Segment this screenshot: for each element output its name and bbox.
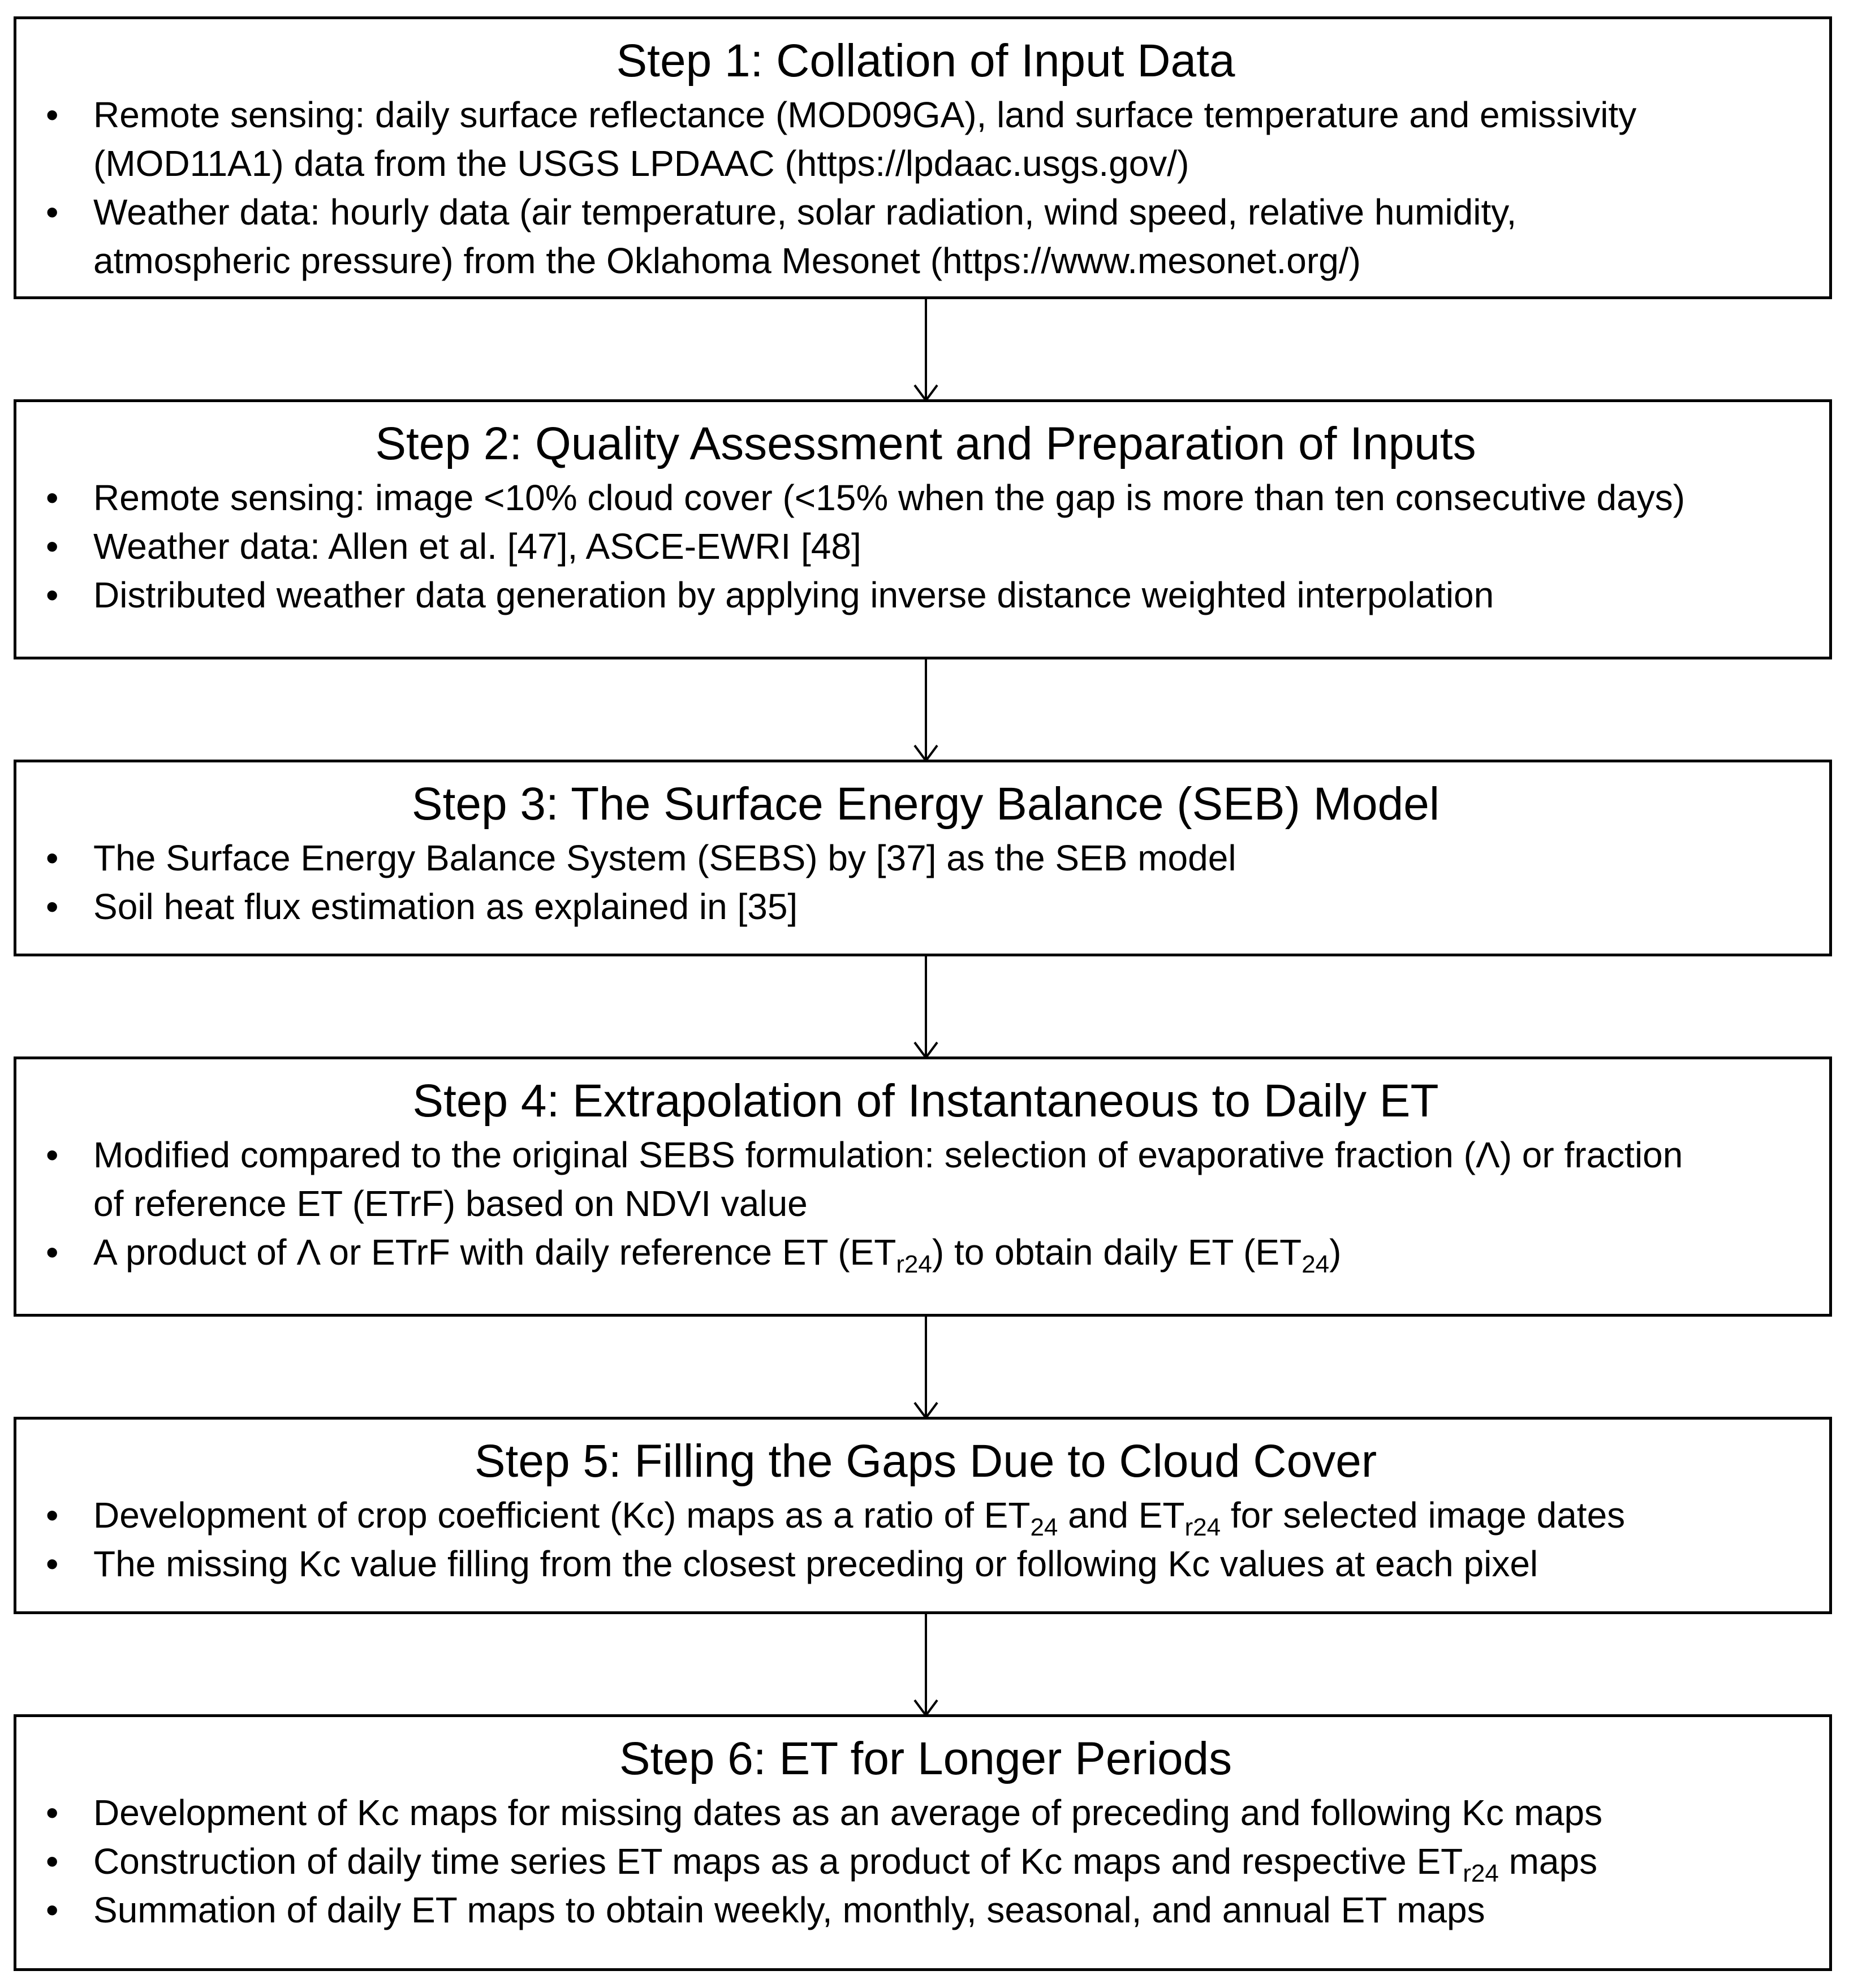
step-6-bullet-2: • Construction of daily time series ET m…	[39, 1837, 1812, 1886]
bullet-icon: •	[46, 94, 59, 135]
step-6-bullet-1: • Development of Kc maps for missing dat…	[39, 1788, 1812, 1837]
step-6-box: Step 6: ET for Longer Periods • Developm…	[14, 1714, 1832, 1971]
bullet-text-a: Development of crop coefficient (Kc) map…	[93, 1495, 1031, 1536]
bullet-text: of reference ET (ETrF) based on NDVI val…	[93, 1183, 808, 1224]
bullet-icon: •	[46, 1135, 59, 1175]
bullet-text: Modified compared to the original SEBS f…	[93, 1135, 1683, 1175]
step-3-bullets: • The Surface Energy Balance System (SEB…	[39, 834, 1812, 931]
bullet-icon: •	[46, 477, 59, 518]
step-1-bullet-1-continued: (MOD11A1) data from the USGS LPDAAC (htt…	[39, 139, 1812, 188]
step-4-bullet-2: • A product of Λ or ETrF with daily refe…	[39, 1228, 1812, 1277]
bullet-text-a: A product of Λ or ETrF with daily refere…	[93, 1232, 897, 1273]
step-3-bullet-2: • Soil heat flux estimation as explained…	[39, 882, 1812, 931]
step-2-bullet-2: • Weather data: Allen et al. [47], ASCE-…	[39, 522, 1812, 571]
step-6-bullet-3: • Summation of daily ET maps to obtain w…	[39, 1886, 1812, 1934]
step-5-bullet-1: • Development of crop coefficient (Kc) m…	[39, 1491, 1812, 1541]
bullet-text: Summation of daily ET maps to obtain wee…	[93, 1890, 1485, 1930]
bullet-text-b: ) to obtain daily ET (ET	[932, 1232, 1302, 1273]
step-4-bullets: • Modified compared to the original SEBS…	[39, 1131, 1812, 1277]
step-2-bullets: • Remote sensing: image <10% cloud cover…	[39, 473, 1812, 619]
bullet-text: Remote sensing: image <10% cloud cover (…	[93, 477, 1686, 518]
step-3-title: Step 3: The Surface Energy Balance (SEB)…	[411, 778, 1440, 830]
subscript-24: 24	[1030, 1513, 1058, 1541]
step-2-box: Step 2: Quality Assessment and Preparati…	[14, 399, 1832, 659]
bullet-text-b: maps	[1498, 1841, 1598, 1882]
bullet-icon: •	[46, 1232, 59, 1273]
bullet-text-c: )	[1329, 1232, 1342, 1273]
bullet-text: The missing Kc value filling from the cl…	[93, 1543, 1538, 1584]
step-2-title: Step 2: Quality Assessment and Preparati…	[375, 418, 1476, 469]
bullet-text-a: Construction of daily time series ET map…	[93, 1841, 1463, 1882]
bullet-icon: •	[46, 1841, 59, 1882]
step-6-bullets: • Development of Kc maps for missing dat…	[39, 1788, 1812, 1934]
step-5-box: Step 5: Filling the Gaps Due to Cloud Co…	[14, 1417, 1832, 1614]
bullet-text: Soil heat flux estimation as explained i…	[93, 886, 798, 927]
step-4-title: Step 4: Extrapolation of Instantaneous t…	[412, 1075, 1439, 1127]
step-5-title: Step 5: Filling the Gaps Due to Cloud Co…	[474, 1435, 1377, 1487]
bullet-icon: •	[46, 1543, 59, 1584]
step-2-bullet-1: • Remote sensing: image <10% cloud cover…	[39, 473, 1812, 522]
bullet-icon: •	[46, 838, 59, 878]
step-1-title: Step 1: Collation of Input Data	[616, 35, 1235, 87]
bullet-icon: •	[46, 526, 59, 567]
step-4-bullet-1: • Modified compared to the original SEBS…	[39, 1131, 1812, 1179]
bullet-text: Weather data: Allen et al. [47], ASCE-EW…	[93, 526, 861, 567]
bullet-text: Development of Kc maps for missing dates…	[93, 1792, 1603, 1833]
bullet-text-b: and ET	[1058, 1495, 1185, 1536]
bullet-icon: •	[46, 1495, 59, 1536]
bullet-text: Remote sensing: daily surface reflectanc…	[93, 94, 1637, 135]
step-1-box: Step 1: Collation of Input Data • Remote…	[14, 16, 1832, 299]
bullet-text: (MOD11A1) data from the USGS LPDAAC (htt…	[93, 143, 1189, 184]
subscript-24: 24	[1301, 1250, 1330, 1278]
step-4-box: Step 4: Extrapolation of Instantaneous t…	[14, 1056, 1832, 1317]
bullet-text-c: for selected image dates	[1221, 1495, 1626, 1536]
bullet-text: atmospheric pressure) from the Oklahoma …	[93, 240, 1361, 281]
step-4-bullet-1-continued: of reference ET (ETrF) based on NDVI val…	[39, 1179, 1812, 1228]
bullet-text: Distributed weather data generation by a…	[93, 575, 1494, 615]
step-5-bullet-2: • The missing Kc value filling from the …	[39, 1539, 1812, 1588]
bullet-icon: •	[46, 886, 59, 927]
subscript-r24: r24	[896, 1250, 932, 1278]
step-1-bullets: • Remote sensing: daily surface reflecta…	[39, 90, 1812, 285]
step-3-box: Step 3: The Surface Energy Balance (SEB)…	[14, 760, 1832, 956]
step-1-bullet-2-continued: atmospheric pressure) from the Oklahoma …	[39, 236, 1812, 285]
bullet-text: The Surface Energy Balance System (SEBS)…	[93, 838, 1236, 878]
step-5-bullets: • Development of crop coefficient (Kc) m…	[39, 1491, 1812, 1588]
bullet-icon: •	[46, 1792, 59, 1833]
bullet-icon: •	[46, 1890, 59, 1930]
subscript-r24: r24	[1184, 1513, 1221, 1541]
step-3-bullet-1: • The Surface Energy Balance System (SEB…	[39, 834, 1812, 882]
bullet-text: Weather data: hourly data (air temperatu…	[93, 192, 1517, 232]
bullet-icon: •	[46, 192, 59, 232]
step-1-bullet-2: • Weather data: hourly data (air tempera…	[39, 188, 1812, 236]
step-6-title: Step 6: ET for Longer Periods	[619, 1733, 1232, 1784]
step-1-bullet-1: • Remote sensing: daily surface reflecta…	[39, 90, 1812, 139]
bullet-icon: •	[46, 575, 59, 615]
subscript-r24: r24	[1463, 1860, 1499, 1887]
step-2-bullet-3: • Distributed weather data generation by…	[39, 571, 1812, 619]
